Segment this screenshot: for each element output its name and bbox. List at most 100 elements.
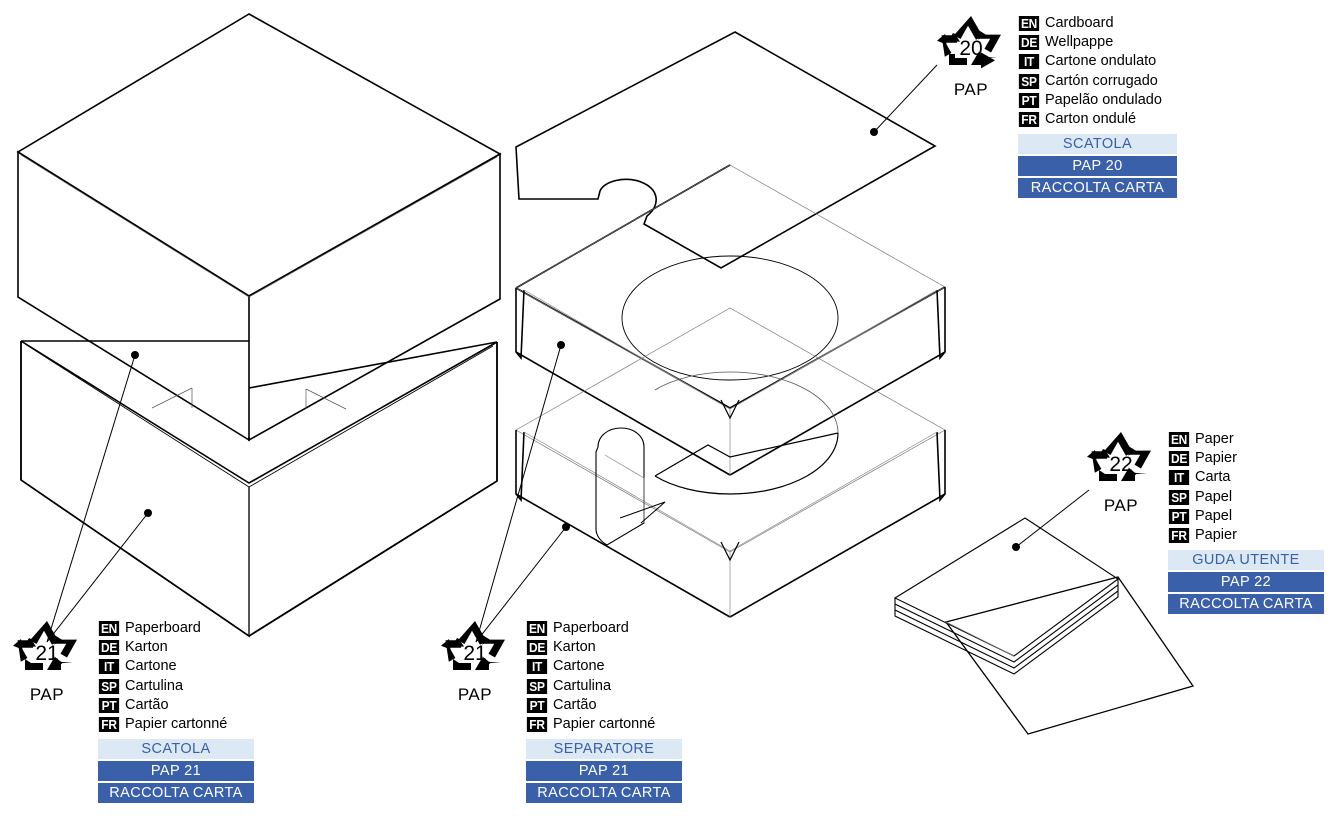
language-row: PT Papelão ondulado [1018,91,1177,110]
language-text: Cartão [553,696,597,713]
language-tag: IT [98,659,120,675]
pap-number: 22 [1109,453,1132,476]
box-lid-left-shape [16,13,502,442]
language-text: Paperboard [553,620,629,637]
separator-upright-tab [595,427,645,546]
language-tag: EN [98,621,120,637]
language-text: Cartone [553,658,605,675]
language-row: EN Paper [1168,430,1324,449]
language-row: SP Cartulina [526,677,682,696]
box-base-left-outline [20,341,498,637]
language-row: SP Cartulina [98,677,254,696]
language-tag: PT [526,697,548,713]
language-text: Carta [1195,469,1231,486]
language-text: Papier [1195,450,1237,467]
mobius-loop-recycling-icon: 20 [935,14,1007,80]
language-tag: DE [526,640,548,656]
legend-pap21-scatola: 21 PAP EN Paperboard DE Karton IT Carton… [8,619,254,804]
mobius-loop-recycling-icon: 21 [439,619,511,685]
pap-code-label: PAP [953,80,989,99]
language-row: EN Paperboard [98,619,254,638]
language-text: Papelão ondulado [1045,91,1162,108]
language-text: Papier cartonné [125,716,228,733]
language-text: Papier cartonné [553,716,656,733]
band-disposal-stream: RACCOLTA CARTA [98,783,254,804]
language-text: Carton ondulé [1045,111,1137,128]
pap-number: 21 [463,642,486,665]
language-text: Papel [1195,488,1233,505]
language-tag: EN [526,621,548,637]
language-text: Paperboard [125,620,201,637]
language-text: Cartulina [125,677,184,694]
tray-center-upper-shape [515,164,946,476]
box-base-left-shape [20,340,498,638]
language-row: FR Papier cartonné [526,715,682,734]
language-tag: PT [1018,92,1040,108]
band-disposal-stream: RACCOLTA CARTA [1018,178,1177,199]
language-tag: PT [1168,508,1190,524]
language-text: Karton [125,639,168,656]
leader-dots [131,128,1020,551]
language-row: PT Cartão [98,696,254,715]
language-text: Cartón corrugado [1045,72,1158,89]
language-text: Cartão [125,696,169,713]
language-row: IT Cartone [526,657,682,676]
pap-code-label: PAP [457,685,493,704]
language-tag: FR [1018,112,1040,128]
band-material-code: PAP 21 [98,761,254,782]
language-tag: EN [1168,432,1190,448]
language-text: Cartone ondulato [1045,53,1157,70]
language-row: FR Carton ondulé [1018,110,1177,129]
language-tag: SP [98,678,120,694]
band-material-code: PAP 21 [526,761,682,782]
language-row: PT Cartão [526,696,682,715]
recycling-symbol-pap21-left: 21 PAP [8,619,86,703]
band-component-name: SEPARATORE [526,739,682,760]
band-disposal-stream: RACCOLTA CARTA [526,783,682,804]
language-tag: DE [98,640,120,656]
flat-panel-center-top-shape [515,31,937,269]
mobius-loop-recycling-icon: 21 [11,619,83,685]
language-tag: IT [1168,470,1190,486]
band-disposal-stream: RACCOLTA CARTA [1168,594,1324,615]
language-text: Cartulina [553,677,612,694]
language-row: DE Karton [526,638,682,657]
language-text: Karton [553,639,596,656]
pap-number: 20 [959,37,982,60]
language-row: EN Paperboard [526,619,682,638]
language-text: Cartone [125,658,177,675]
language-row: DE Wellpappe [1018,33,1177,52]
language-text: Papel [1195,507,1233,524]
language-tag: IT [526,659,548,675]
band-material-code: PAP 22 [1168,572,1324,593]
legend-bands: SCATOLA PAP 21 RACCOLTA CARTA [98,739,254,804]
recycling-symbol-pap20: 20 PAP [932,14,1010,98]
language-row: DE Papier [1168,449,1324,468]
pap-number: 21 [35,642,58,665]
mobius-loop-recycling-icon: 22 [1085,430,1157,496]
recycling-symbol-pap21-mid: 21 PAP [436,619,514,703]
pap-code-label: PAP [1103,496,1139,515]
language-tag: FR [98,717,120,733]
language-text: Papier [1195,527,1237,544]
legend-bands: SEPARATORE PAP 21 RACCOLTA CARTA [526,739,682,804]
language-tag: SP [526,678,548,694]
legend-pap22: 22 PAP EN Paper DE Papier IT Carta [1082,430,1324,615]
language-tag: SP [1168,489,1190,505]
language-tag: EN [1018,16,1040,32]
recycling-symbol-pap22: 22 PAP [1082,430,1160,514]
band-component-name: SCATOLA [1018,134,1177,155]
language-tag: FR [1168,528,1190,544]
band-component-name: SCATOLA [98,739,254,760]
language-tag: IT [1018,54,1040,70]
language-text: Wellpappe [1045,34,1114,51]
tray-center-lower-shape [515,307,946,618]
language-tag: PT [98,697,120,713]
language-tag: DE [1018,35,1040,51]
pap-code-label: PAP [29,685,65,704]
legend-bands: SCATOLA PAP 20 RACCOLTA CARTA [1018,134,1177,199]
band-component-name: GUDA UTENTE [1168,550,1324,571]
language-row: SP Cartón corrugado [1018,72,1177,91]
